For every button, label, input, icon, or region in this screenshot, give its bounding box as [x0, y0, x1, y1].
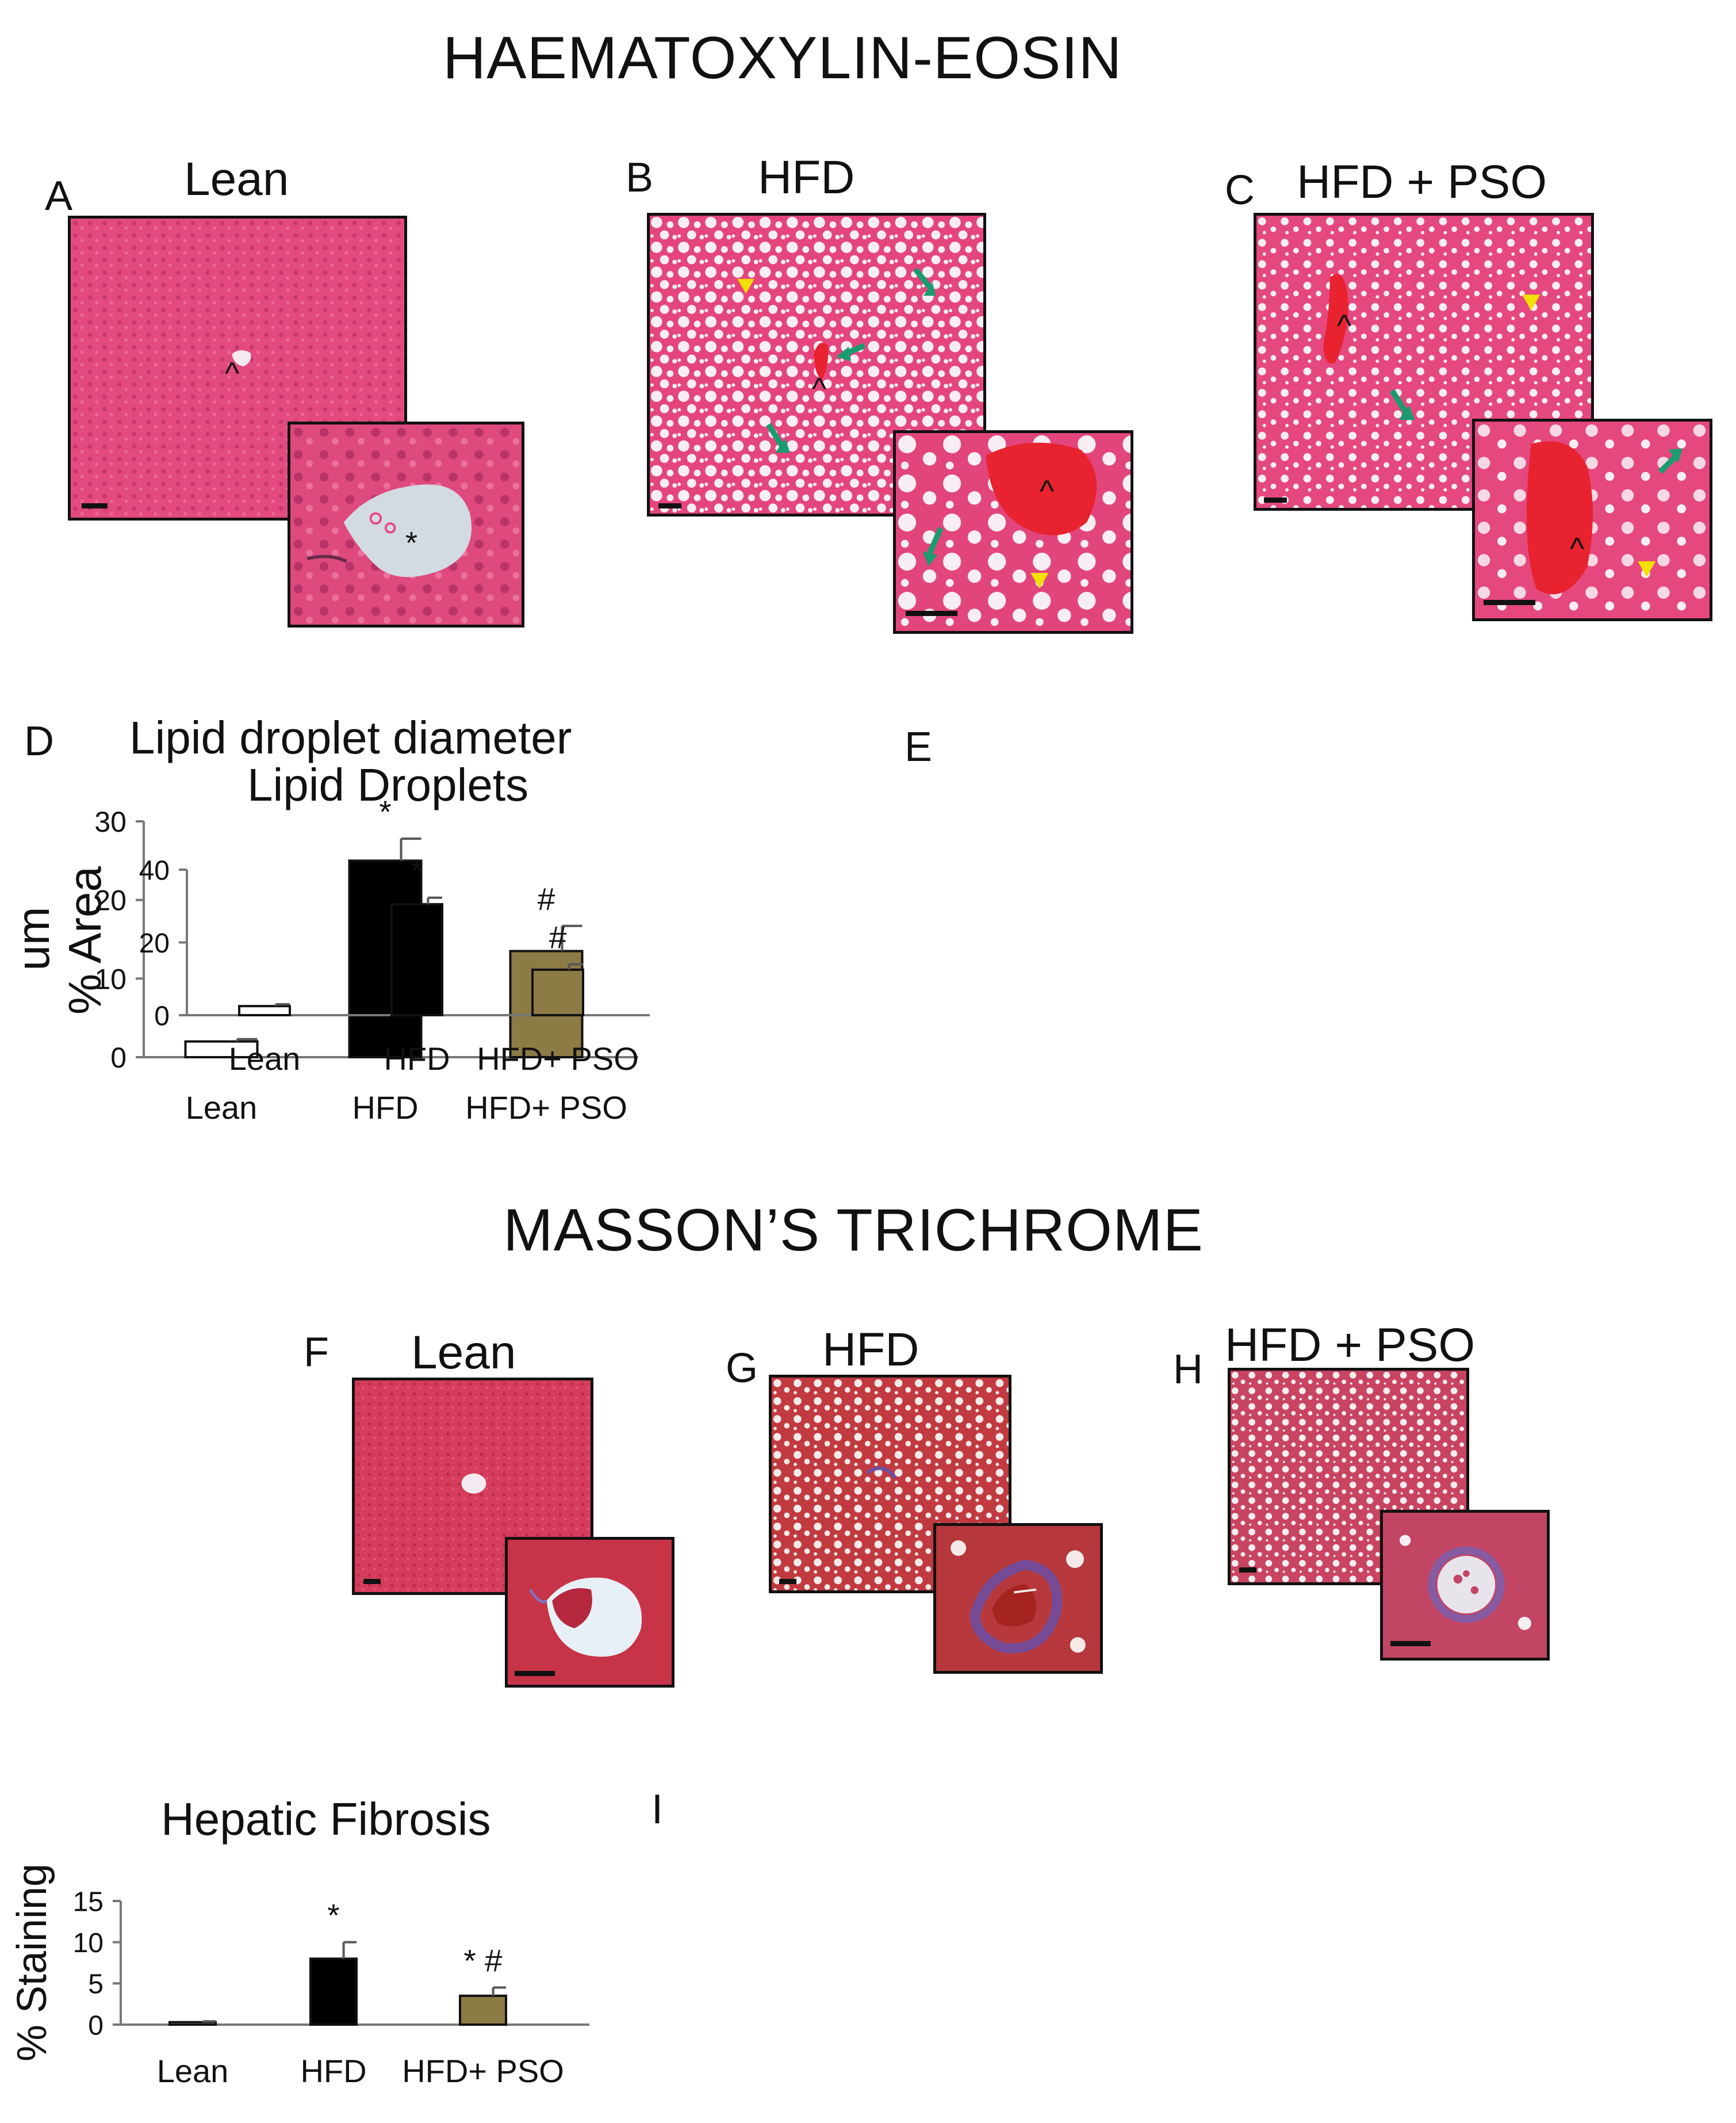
- panel-letter-h: H: [1173, 1347, 1203, 1393]
- inset-mt-hfd-pso: [1380, 1510, 1550, 1661]
- significance-mark: *: [411, 853, 423, 889]
- vein-caret-mark-b-inset: ^: [1040, 474, 1055, 508]
- scale-bar-f-inset: [515, 1671, 555, 1676]
- x-category-label: HFD: [352, 1089, 418, 1126]
- masson-section-title: MASSON’S TRICHROME: [503, 1197, 1204, 1264]
- significance-mark: *: [327, 1898, 339, 1933]
- significance-mark: #: [538, 881, 555, 917]
- chart-title: Hepatic Fibrosis: [161, 1793, 491, 1845]
- bar: [531, 968, 584, 1016]
- panel-letter-d: D: [24, 718, 54, 764]
- bar: [238, 1005, 291, 1016]
- inset-he-hfd: ^: [893, 430, 1133, 634]
- scale-bar-b-inset: [906, 611, 957, 616]
- panel-letter-e: E: [905, 724, 933, 770]
- panel-label-hfd-mt: HFD: [822, 1323, 919, 1376]
- bar: [309, 1957, 358, 2026]
- bar: [390, 903, 443, 1017]
- scale-bar-h: [1239, 1567, 1256, 1573]
- y-axis-label: % Area: [59, 866, 110, 1015]
- panel-letter-c: C: [1225, 167, 1255, 213]
- x-category-label: HFD+ PSO: [402, 2053, 564, 2089]
- y-tick-label: 0: [88, 2010, 104, 2041]
- vein-caret-mark-a: ^: [225, 356, 240, 391]
- inset-mt-lean: [505, 1537, 675, 1688]
- panel-label-hfd-pso-he: HFD + PSO: [1297, 156, 1547, 208]
- panel-label-hfd-pso-mt: HFD + PSO: [1225, 1319, 1476, 1371]
- scale-bar-h-inset: [1390, 1641, 1431, 1646]
- scale-bar-f: [363, 1579, 381, 1584]
- inset-he-hfd-pso: ^: [1472, 419, 1712, 621]
- y-tick-label: 10: [73, 1928, 104, 1958]
- y-tick-label: 20: [139, 928, 170, 959]
- x-category-label: Lean: [186, 1089, 258, 1126]
- x-category-label: HFD+ PSO: [477, 1041, 639, 1077]
- y-tick-label: 30: [94, 806, 127, 838]
- scale-bar-c: [1264, 498, 1287, 503]
- vein-caret-mark-c: ^: [1337, 308, 1352, 343]
- scale-bar-c-inset: [1484, 600, 1535, 605]
- panel-letter-f: F: [304, 1329, 329, 1375]
- lumen-asterisk-mark-a: *: [405, 526, 418, 560]
- scale-bar-g: [779, 1579, 796, 1584]
- bar: [459, 1994, 507, 2026]
- panel-letter-g: G: [726, 1345, 758, 1391]
- inset-mt-hfd: [933, 1523, 1103, 1674]
- significance-mark: * #: [463, 1943, 503, 1979]
- vein-caret-mark-c-inset: ^: [1570, 531, 1585, 566]
- vein-caret-mark-b: ^: [812, 372, 827, 406]
- inset-he-lean: *: [288, 422, 524, 628]
- panel-letter-b: B: [626, 155, 654, 201]
- micrograph-he-lean: ^: [68, 216, 407, 521]
- chart-title: Lipid Droplets: [247, 759, 528, 810]
- x-category-label: HFD: [300, 2053, 366, 2089]
- y-tick-label: 10: [94, 963, 127, 995]
- y-axis-label: % Staining: [9, 1864, 55, 2061]
- x-category-label: HFD+ PSO: [465, 1089, 627, 1126]
- y-tick-label: 5: [88, 1969, 104, 2000]
- y-tick-label: 0: [110, 1042, 127, 1074]
- panel-label-lean-he: Lean: [184, 153, 289, 205]
- scale-bar-a: [82, 503, 108, 508]
- panel-label-lean-mt: Lean: [411, 1326, 516, 1379]
- panel-letter-i: I: [652, 1787, 664, 1833]
- y-tick-label: 15: [73, 1887, 104, 1917]
- x-category-label: Lean: [157, 2053, 229, 2089]
- significance-mark: #: [549, 919, 567, 955]
- scale-bar-b: [658, 503, 681, 508]
- bar: [184, 1040, 259, 1058]
- x-category-label: HFD: [384, 1041, 450, 1077]
- panel-label-hfd-he: HFD: [758, 151, 855, 204]
- x-category-label: Lean: [229, 1041, 301, 1077]
- micrograph-mt-lean: [352, 1378, 593, 1595]
- y-axis-label: um: [7, 906, 59, 970]
- y-tick-label: 40: [139, 855, 170, 886]
- y-tick-label: 20: [94, 885, 127, 917]
- chart-title: Lipid droplet diameter: [129, 712, 572, 763]
- he-section-title: HAEMATOXYLIN-EOSIN: [443, 25, 1122, 91]
- y-tick-label: 0: [154, 1001, 170, 1031]
- bar: [168, 2021, 217, 2026]
- panel-letter-a: A: [45, 173, 73, 219]
- significance-mark: *: [379, 794, 391, 829]
